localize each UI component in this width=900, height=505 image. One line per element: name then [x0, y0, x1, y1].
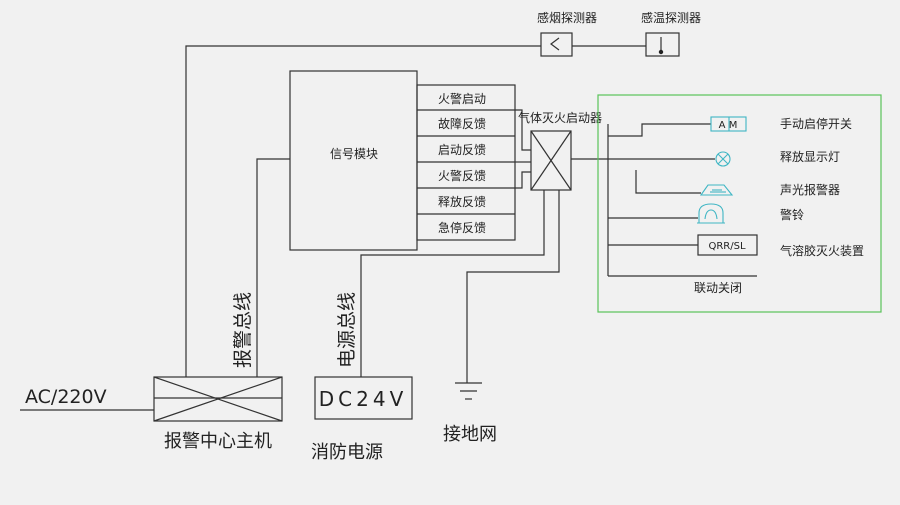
heat-detector-icon	[645, 32, 680, 57]
smoke-detector-icon	[540, 32, 573, 57]
release-lamp-icon	[715, 151, 731, 167]
linkage-item: 声光报警器	[780, 182, 840, 197]
manual-switch-icon: A M	[710, 116, 747, 132]
gas-starter-icon	[530, 130, 572, 191]
main-controller	[153, 376, 283, 422]
ac-input-label: AC/220V	[25, 386, 107, 408]
alarm-bell-icon	[697, 203, 725, 224]
linkage-group-frame	[597, 94, 882, 313]
ground-label: 接地网	[443, 424, 497, 445]
aerosol-device-code: QRR/SL	[708, 241, 745, 252]
power-supply-display: DC24V	[319, 387, 408, 411]
linkage-item: 手动启停开关	[780, 116, 852, 131]
signal-list: 火警启动 故障反馈 启动反馈 火警反馈 释放反馈 急停反馈	[416, 84, 516, 241]
smoke-detector-label: 感烟探测器	[537, 10, 597, 25]
detector-bus-line	[185, 45, 541, 377]
linkage-item: 警铃	[780, 207, 804, 222]
power-supply-label: 消防电源	[311, 442, 383, 463]
manual-switch-text: A M	[719, 120, 738, 131]
signal-item: 释放反馈	[438, 194, 486, 209]
signal-item: 火警反馈	[438, 168, 486, 183]
ground-icon	[455, 382, 482, 400]
signal-item: 火警启动	[438, 91, 486, 106]
main-controller-label: 报警中心主机	[164, 431, 272, 452]
aerosol-device-icon: QRR/SL	[697, 234, 758, 256]
alarm-bus-line	[256, 158, 290, 377]
power-bus-label: 电源总线	[336, 292, 358, 368]
heat-detector-label: 感温探测器	[641, 10, 701, 25]
power-supply-box: DC24V	[314, 376, 413, 420]
sound-light-alarm-icon	[699, 184, 734, 196]
linkage-item: 气溶胶灭火装置	[780, 243, 864, 258]
signal-module-title: 信号模块	[330, 147, 378, 161]
signal-item: 故障反馈	[438, 116, 486, 131]
alarm-bus-label: 报警总线	[232, 292, 254, 368]
signal-module: 信号模块	[289, 70, 418, 251]
gas-starter-label: 气体灭火启动器	[518, 110, 602, 125]
signal-item: 启动反馈	[438, 143, 486, 157]
linkage-shutdown-label: 联动关闭	[694, 281, 742, 295]
signal-item: 急停反馈	[438, 220, 486, 235]
linkage-item: 释放显示灯	[780, 149, 840, 164]
